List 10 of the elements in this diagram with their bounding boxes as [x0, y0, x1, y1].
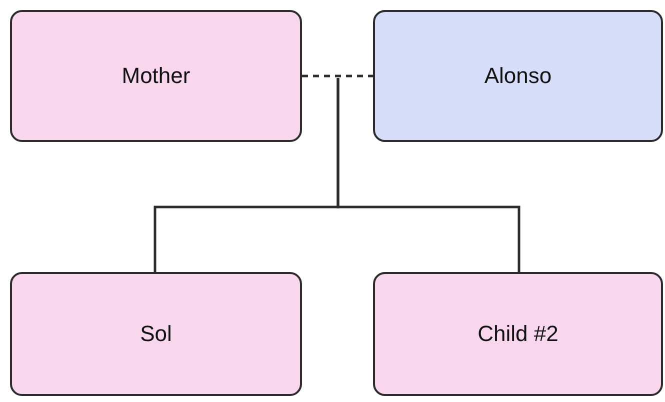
person-name: Alonso [484, 63, 552, 89]
person-box [373, 272, 663, 396]
person-box [10, 272, 302, 396]
person-name: Mother [122, 63, 190, 89]
dashed-connector [302, 74, 373, 78]
person-name: Child #2 [478, 321, 558, 347]
person-box [10, 10, 302, 142]
connector-line [336, 78, 520, 272]
person-name: Sol [140, 321, 172, 347]
person-box [373, 10, 663, 142]
